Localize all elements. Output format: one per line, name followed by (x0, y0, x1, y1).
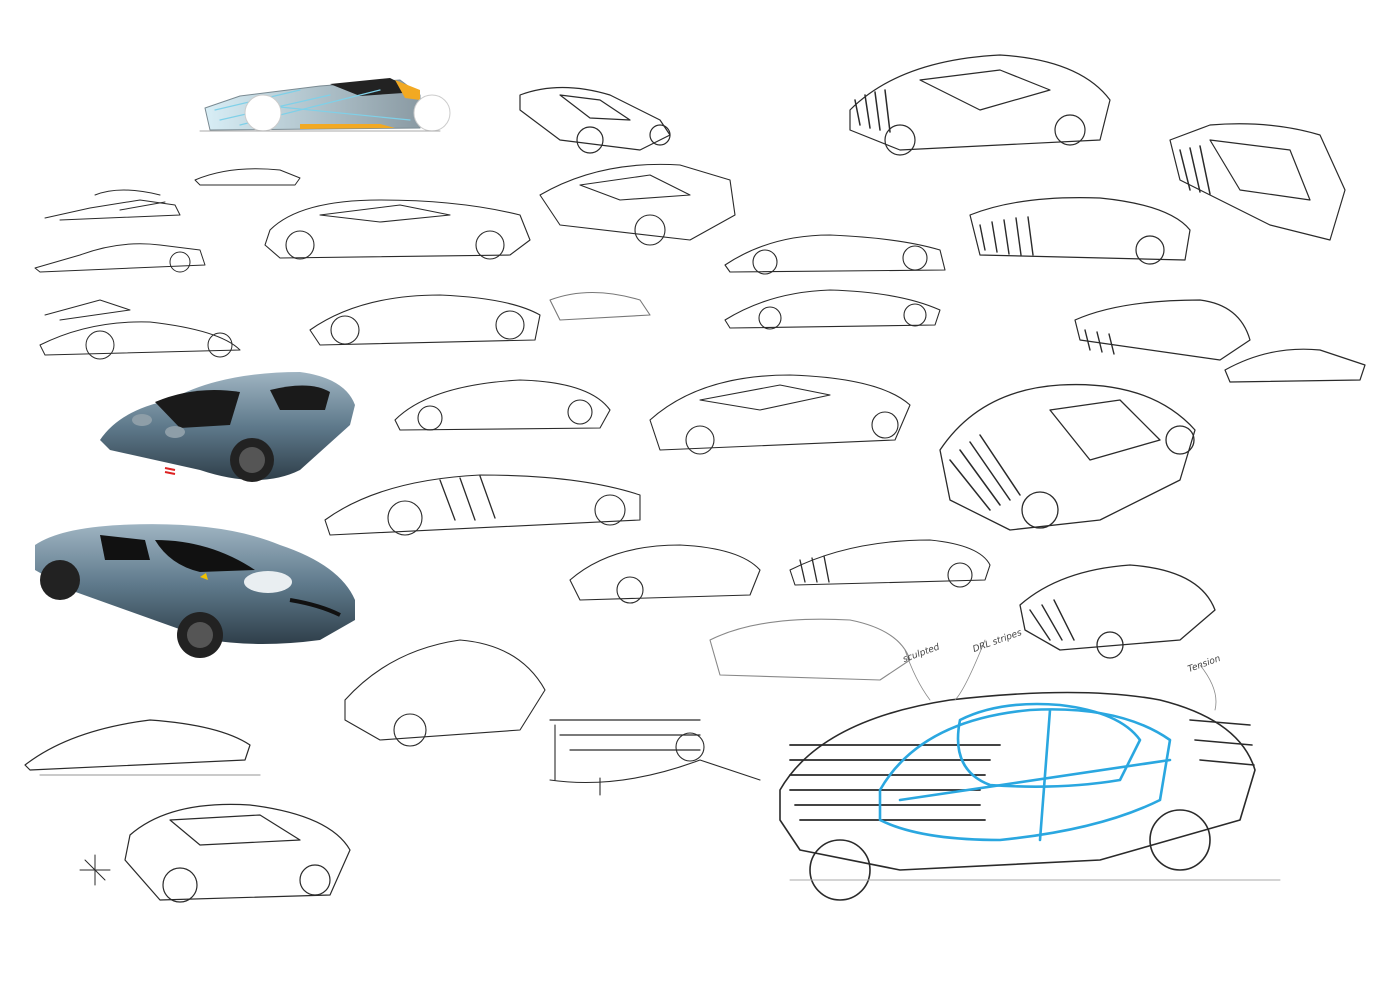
right-perspective-sketch (939, 383, 1216, 659)
wireframe-concept-sketch (199, 78, 451, 132)
row2-sketches (264, 163, 736, 260)
lower-middle-sketches (344, 618, 911, 796)
hero-sketch (779, 639, 1281, 901)
top-center-sketch (519, 86, 671, 154)
middle-sketches (324, 374, 991, 604)
row3-sketches (309, 234, 946, 346)
hero-sketch-blue-overlay (878, 702, 1172, 842)
top-right-sketches (849, 54, 1366, 383)
bottom-left-sketches (24, 719, 351, 903)
render-front-car (35, 524, 355, 658)
render-rear-car (100, 372, 355, 482)
left-column-sketches (34, 168, 301, 360)
